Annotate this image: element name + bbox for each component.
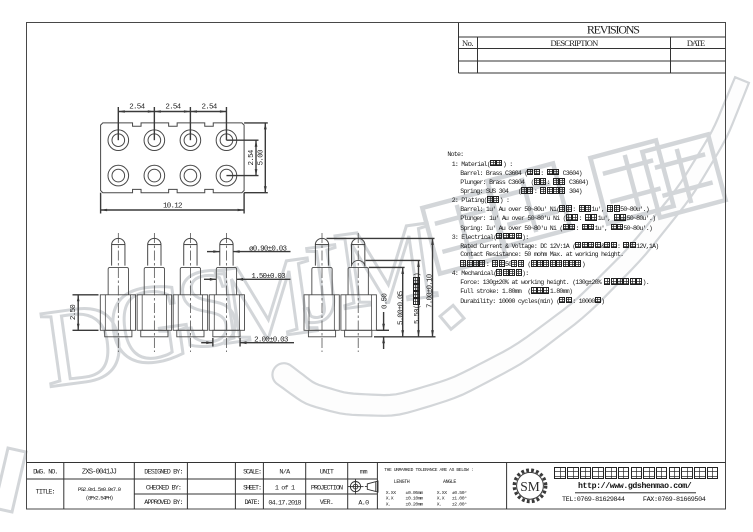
svg-text:±2.00°: ±2.00°	[452, 501, 467, 507]
svg-text:X.XX: X.XX	[386, 490, 396, 496]
svg-text:THE UNMARKED TOLERANCE ARE AS: THE UNMARKED TOLERANCE ARE AS BELOW :	[384, 467, 473, 473]
svg-text:A.0: A.0	[358, 499, 369, 507]
svg-text:2.50: 2.50	[70, 304, 78, 320]
svg-text:1 of 1: 1 of 1	[275, 485, 295, 493]
svg-text:2.54: 2.54	[129, 104, 145, 112]
svg-text:mm: mm	[360, 469, 368, 477]
svg-text:7.00±0.10: 7.00±0.10	[427, 273, 435, 308]
svg-text:±1.00°: ±1.00°	[452, 496, 467, 502]
svg-text:PROJECTION: PROJECTION	[311, 484, 343, 492]
svg-text:VER.: VER.	[320, 499, 334, 507]
svg-text:PG2.0x1.5x0.9x7.0: PG2.0x1.5x0.9x7.0	[78, 486, 122, 493]
svg-text:2.54: 2.54	[165, 104, 181, 112]
svg-text:2.54: 2.54	[201, 104, 217, 112]
svg-text:±0.10mm: ±0.10mm	[406, 496, 424, 502]
svg-text:CHECKED BY:: CHECKED BY:	[146, 484, 181, 492]
svg-text:2.54: 2.54	[248, 149, 256, 165]
svg-text:SCALE:: SCALE:	[243, 468, 261, 476]
svg-text:5.00±0.05: 5.00±0.05	[397, 290, 405, 325]
svg-text:TITLE:: TITLE:	[36, 488, 55, 496]
svg-text:0.50: 0.50	[382, 293, 390, 309]
svg-text:LENGTH: LENGTH	[394, 479, 410, 485]
svg-text:REVISIONS: REVISIONS	[587, 23, 639, 37]
svg-text:2.00±0.03: 2.00±0.03	[254, 337, 289, 345]
svg-text:ø0.90±0.03: ø0.90±0.03	[249, 245, 287, 253]
svg-text:X.X: X.X	[437, 496, 445, 502]
svg-text:SM: SM	[520, 479, 540, 494]
svg-text:No.: No.	[462, 38, 473, 48]
svg-text:10.12: 10.12	[163, 202, 182, 210]
svg-text:DATE:: DATE:	[245, 499, 260, 507]
svg-text:N/A: N/A	[279, 469, 291, 477]
svg-text:ANGLE: ANGLE	[443, 479, 456, 485]
svg-text:DESIGNED BY:: DESIGNED BY:	[144, 468, 182, 476]
svg-text:DWG. NO.: DWG. NO.	[33, 468, 57, 476]
svg-text:APPROVED BY:: APPROVED BY:	[144, 499, 182, 507]
svg-text:±0.20mm: ±0.20mm	[406, 501, 424, 507]
svg-text:SHEET:: SHEET:	[243, 484, 261, 492]
svg-text:(8Px2.54PH): (8Px2.54PH)	[85, 494, 113, 501]
svg-text:5.00: 5.00	[257, 149, 265, 165]
svg-text:DESCRIPTION: DESCRIPTION	[550, 38, 598, 48]
svg-text:X.: X.	[437, 501, 442, 507]
svg-text:1.50±0.03: 1.50±0.03	[251, 273, 286, 281]
svg-text:G: G	[100, 258, 197, 392]
svg-text:ZXS-0041JJ: ZXS-0041JJ	[82, 469, 117, 477]
svg-text:X.X: X.X	[386, 496, 394, 502]
svg-text:X.XX: X.XX	[437, 490, 447, 496]
svg-text:±0.50°: ±0.50°	[452, 490, 467, 496]
svg-text:±0.05mm: ±0.05mm	[406, 490, 424, 496]
svg-text:04.17.2018: 04.17.2018	[268, 499, 301, 507]
svg-text:X.: X.	[386, 501, 391, 507]
svg-text:UNIT: UNIT	[320, 468, 334, 476]
svg-text:DATE: DATE	[687, 38, 705, 48]
svg-text:D: D	[34, 278, 131, 412]
